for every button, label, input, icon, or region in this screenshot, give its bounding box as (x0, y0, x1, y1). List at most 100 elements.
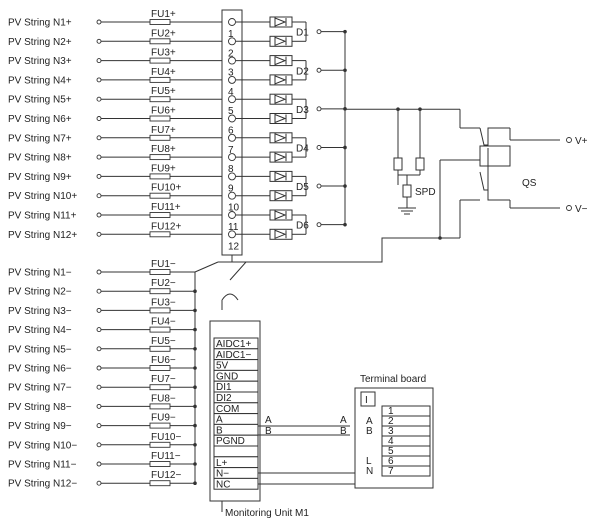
pv-string-label-pos: PV String N12+ (8, 230, 77, 241)
diode-triangle (274, 55, 287, 66)
string-input-circle (96, 346, 102, 352)
terminal-row-label: N (366, 466, 373, 477)
diode-label: D1 (296, 28, 309, 39)
strip-terminal-circle (228, 37, 236, 46)
fuse-pos (149, 154, 171, 161)
diode-body (269, 55, 293, 67)
mon-pin-label: GND (216, 371, 238, 382)
string-input-circle (96, 135, 102, 141)
negative-strings-section: PV String N1−FU1−PV String N2−FU2−PV Str… (8, 259, 246, 490)
qs-body (479, 145, 511, 167)
terminal-row-cell (381, 465, 431, 477)
bus-label: A (340, 415, 347, 426)
string-input-circle (96, 38, 102, 44)
mon-pin-cell (213, 445, 259, 458)
bus-label: A (265, 415, 272, 426)
fuse-label-pos: FU7+ (151, 125, 176, 136)
fuse-label-neg: FU6− (151, 355, 176, 366)
diode-output-circle (316, 183, 322, 189)
bus-label: B (265, 426, 272, 437)
diode-triangle (274, 171, 287, 182)
fuse-pos (149, 96, 171, 103)
fuse-label-neg: FU10− (151, 432, 181, 443)
mon-pin-label: PGND (216, 436, 245, 447)
string-input-circle (96, 96, 102, 102)
mon-pin-label: AIDC1+ (216, 339, 251, 350)
fuse-label-neg: FU11− (151, 451, 181, 462)
diode-triangle (274, 17, 287, 27)
fuse-neg (149, 403, 171, 410)
terminal-row-number: 7 (388, 466, 394, 477)
strip-terminal-circle (228, 153, 236, 162)
string-input-circle (96, 442, 102, 448)
strip-terminal-circle (228, 191, 236, 200)
fuse-label-pos: FU9+ (151, 163, 176, 174)
positive-strings-section: PV String N1+FU1+PV String N2+FU2+PV Str… (8, 9, 228, 241)
fuse-label-pos: FU1+ (151, 9, 176, 20)
diode-triangle (274, 152, 287, 162)
spd-fuse (415, 157, 425, 171)
fuse-label-pos: FU11+ (151, 202, 181, 213)
pv-string-label-neg: PV String N7− (8, 383, 72, 394)
terminal-row-number: 6 (388, 456, 394, 467)
string-input-circle (96, 173, 102, 179)
spd-fuse (393, 157, 403, 171)
string-input-circle (96, 269, 102, 275)
fuse-neg (149, 288, 171, 295)
pv-string-label-pos: PV String N8+ (8, 153, 72, 164)
fuse-neg (149, 384, 171, 391)
fuse-label-neg: FU5− (151, 336, 176, 347)
string-input-circle (96, 231, 102, 237)
output-terminal (566, 137, 572, 143)
terminal-number: 3 (228, 68, 234, 79)
terminal-row-number: 4 (388, 436, 394, 447)
fuse-label-pos: FU12+ (151, 221, 181, 232)
mon-pin-label: A (216, 415, 223, 426)
pv-string-label-pos: PV String N4+ (8, 75, 72, 86)
fuse-label-pos: FU2+ (151, 28, 176, 39)
string-input-circle (96, 288, 102, 294)
pv-string-label-neg: PV String N8− (8, 402, 72, 413)
pv-string-label-pos: PV String N5+ (8, 95, 72, 106)
fuse-neg (149, 441, 171, 448)
pv-string-label-neg: PV String N3− (8, 306, 72, 317)
diode-body (269, 74, 293, 86)
diode-body (269, 209, 293, 221)
strip-terminal-circle (228, 230, 236, 239)
terminal-row-label: B (366, 426, 373, 437)
terminal-number: 7 (228, 145, 234, 156)
diode-label: D3 (296, 105, 309, 116)
fuse-label-neg: FU12− (151, 470, 181, 481)
fuse-neg (149, 345, 171, 352)
terminal-number: 8 (228, 164, 234, 175)
terminal-number: 12 (228, 241, 240, 252)
terminal-number: 11 (228, 222, 239, 233)
diode-body (269, 151, 293, 163)
diode-label: D4 (296, 143, 309, 154)
pv-string-label-pos: PV String N3+ (8, 56, 72, 67)
spd-box (402, 184, 412, 198)
string-input-circle (96, 77, 102, 83)
mon-pin-label: L+ (216, 458, 228, 469)
fuse-label-pos: FU4+ (151, 67, 176, 78)
fuse-label-pos: FU6+ (151, 106, 176, 117)
strip-terminal-circle (228, 75, 236, 84)
pv-string-label-neg: PV String N9− (8, 421, 72, 432)
fuse-label-neg: FU4− (151, 317, 176, 328)
diode-output-circle (316, 106, 322, 112)
fuse-pos (149, 57, 171, 64)
fuse-pos (149, 134, 171, 141)
fuse-pos (149, 76, 171, 83)
strip-terminal-circle (228, 114, 236, 123)
string-input-circle (96, 193, 102, 199)
string-input-circle (96, 384, 102, 390)
terminal-row-number: 3 (388, 426, 394, 437)
strip-terminal-circle (228, 18, 236, 26)
mon-pin-label: B (216, 425, 223, 436)
qs-label: QS (522, 178, 537, 189)
fuse-label-neg: FU1− (151, 259, 176, 270)
diode-label: D2 (296, 66, 309, 77)
strip-terminal-circle (228, 56, 236, 65)
